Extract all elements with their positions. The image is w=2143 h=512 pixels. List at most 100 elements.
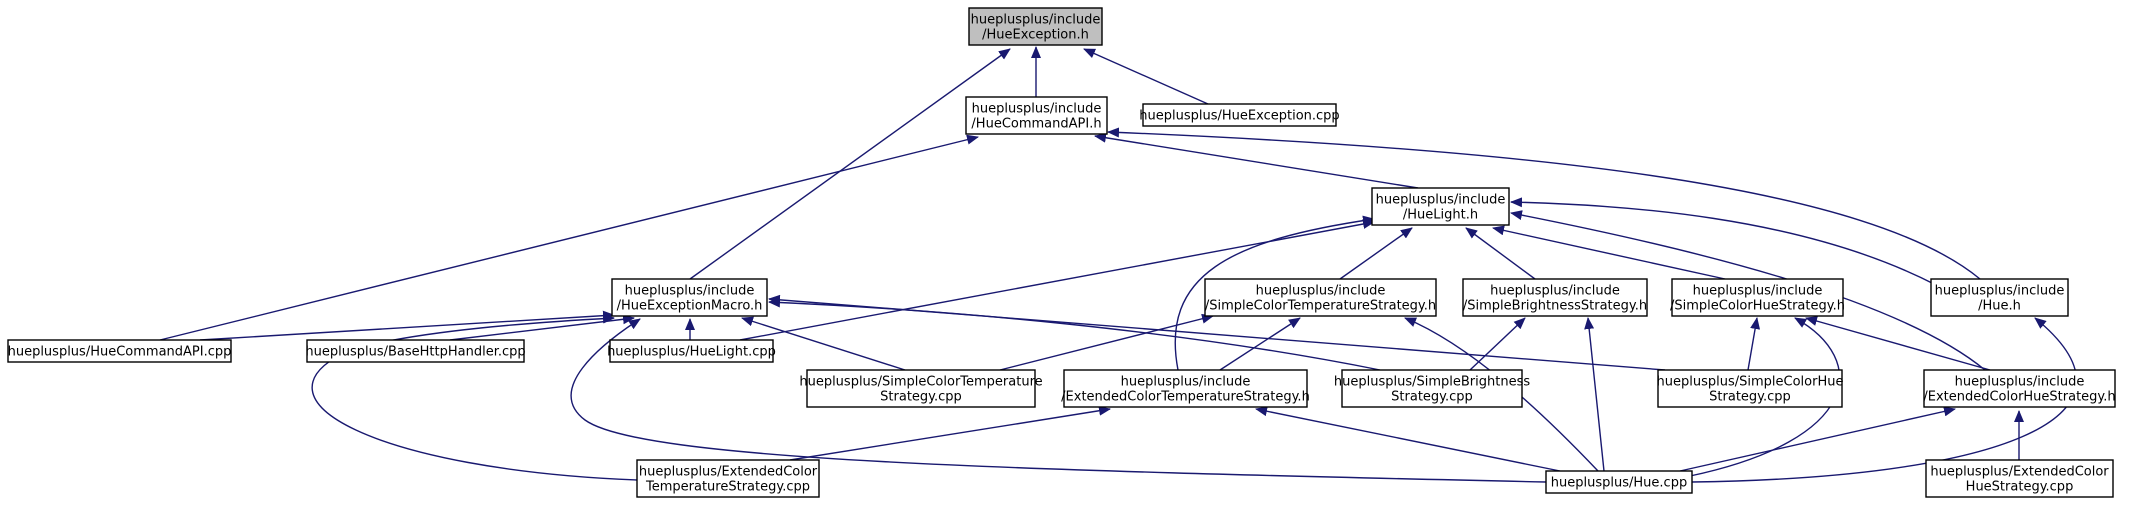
node-extendedcolortemperaturestrategy-cpp[interactable]: hueplusplus/ExtendedColorTemperatureStra… [636,459,820,498]
node-box [1923,369,2116,408]
node-huecommandapi-h[interactable]: hueplusplus/include/HueCommandAPI.h [965,96,1108,135]
node-basehttphandler-cpp[interactable]: hueplusplus/BaseHttpHandler.cpp [305,339,526,363]
node-label-line: HueStrategy.cpp [1966,480,2074,495]
edge-simplecolorhuestrategy-h-to-huelight-h [1492,225,1726,280]
node-box [1462,278,1648,317]
edge-simplebrightnessstrategy-cpp-to-hueexceptionmacro-h [768,297,1381,371]
edge-hue-h-to-huecommandapi-h [1107,127,1981,280]
node-label-line: hueplusplus/SimpleColorTemperature [799,375,1042,390]
node-label-line: hueplusplus/include [971,13,1101,28]
node-hue-h[interactable]: hueplusplus/include/Hue.h [1930,278,2069,317]
node-label-line: hueplusplus/include [1376,193,1506,208]
node-simplecolorhuestrategy-cpp[interactable]: hueplusplus/SimpleColorHueStrategy.cpp [1657,369,1844,408]
node-simplebrightnessstrategy-h[interactable]: hueplusplus/include/SimpleBrightnessStra… [1462,278,1648,317]
node-label-line: Strategy.cpp [1391,390,1473,405]
edge-extendedcolortemperaturestrategy-cpp-to-extendedcolortemperaturestrategy-h [789,405,1111,461]
node-huelight-cpp[interactable]: hueplusplus/HueLight.cpp [607,339,776,363]
edge-simplecolortemperaturestrategy-h-to-huelight-h [1339,227,1413,280]
node-label-line: /ExtendedColorTemperatureStrategy.h [1061,390,1310,405]
node-label-line: hueplusplus/SimpleColorHue [1657,375,1844,390]
node-label-line: Strategy.cpp [1709,390,1791,405]
node-box [611,278,768,317]
node-hue-cpp[interactable]: hueplusplus/Hue.cpp [1545,470,1693,494]
node-box [1142,103,1337,127]
node-huelight-h[interactable]: hueplusplus/include/HueLight.h [1371,187,1510,226]
node-box [1925,459,2114,498]
node-label-line: hueplusplus/include [972,102,1102,117]
edge-hue-cpp-to-extendedcolorhuestrategy-h [1679,406,1956,472]
edge-hueexceptionmacro-h-to-hueexception-h [689,48,1011,280]
node-hueexceptionmacro-h[interactable]: hueplusplus/include/HueExceptionMacro.h [611,278,768,317]
node-box [968,7,1103,46]
edge-simplebrightnessstrategy-cpp-to-simplebrightnessstrategy-h [1469,317,1526,371]
node-box [1671,278,1844,317]
node-label-line: hueplusplus/include [1935,284,2065,299]
edge-hue-cpp-to-simplebrightnessstrategy-h [1584,317,1605,472]
edge-simplecolortemperaturestrategy-cpp-to-simplecolortemperaturestrategy-h [999,313,1214,371]
node-label-line: hueplusplus/HueCommandAPI.cpp [8,345,232,360]
node-simplebrightnessstrategy-cpp[interactable]: hueplusplus/SimpleBrightnessStrategy.cpp [1334,369,1530,408]
node-box [1657,369,1843,408]
node-label-line: hueplusplus/include [1490,284,1620,299]
node-label-line: hueplusplus/include [1121,375,1251,390]
node-box [1204,278,1437,317]
edge-simplecolortemperaturestrategy-cpp-to-hueexceptionmacro-h [741,316,906,371]
node-label-line: TemperatureStrategy.cpp [645,480,810,495]
node-box [806,369,1036,408]
node-extendedcolortemperaturestrategy-h[interactable]: hueplusplus/include/ExtendedColorTempera… [1061,369,1310,408]
node-label-line: /HueCommandAPI.h [971,117,1101,132]
node-box [1930,278,2069,317]
node-label-line: hueplusplus/HueLight.cpp [607,345,776,360]
node-label-line: Strategy.cpp [880,390,962,405]
node-label-line: /HueException.h [982,28,1089,43]
node-box [1063,369,1308,408]
node-label-line: /HueLight.h [1403,208,1478,223]
node-simplecolortemperaturestrategy-cpp[interactable]: hueplusplus/SimpleColorTemperatureStrate… [799,369,1043,408]
edge-huecommandapi-cpp-to-huecommandapi-h [159,134,979,341]
edge-extendedcolortemperaturestrategy-cpp-to-hueexceptionmacro-h [311,313,638,481]
edge-simplecolorhuestrategy-cpp-to-simplecolorhuestrategy-h [1747,317,1761,371]
node-box [1545,470,1693,494]
node-label-line: /HueExceptionMacro.h [617,299,763,314]
edge-hue-cpp-to-extendedcolortemperaturestrategy-h [1255,406,1561,472]
node-box [965,96,1108,135]
node-box [609,339,774,363]
edge-hue-h-to-huelight-h [1510,197,1937,286]
edge-hue-cpp-to-hueexceptionmacro-h [570,318,1547,483]
node-hueexception-cpp[interactable]: hueplusplus/HueException.cpp [1139,103,1340,127]
node-label-line: hueplusplus/HueException.cpp [1139,109,1339,124]
node-label-line: hueplusplus/include [625,284,755,299]
node-label-line: /Hue.h [1978,299,2021,314]
node-extendedcolorhuestrategy-cpp[interactable]: hueplusplus/ExtendedColorHueStrategy.cpp [1925,459,2114,498]
edge-extendedcolorhuestrategy-h-to-simplecolorhuestrategy-h [1805,316,1991,371]
node-label-line: hueplusplus/ExtendedColor [639,465,818,480]
node-box [1371,187,1510,226]
node-label-line: /ExtendedColorHueStrategy.h [1923,390,2115,405]
node-simplecolortemperaturestrategy-h[interactable]: hueplusplus/include/SimpleColorTemperatu… [1204,278,1437,317]
node-label-line: hueplusplus/include [1256,284,1386,299]
node-box [636,459,820,498]
node-label-line: /SimpleColorTemperatureStrategy.h [1205,299,1436,314]
node-label-line: hueplusplus/ExtendedColor [1930,465,2109,480]
edge-extendedcolortemperaturestrategy-h-to-simplecolortemperaturestrategy-h [1219,317,1301,371]
node-label-line: hueplusplus/include [1955,375,2085,390]
node-label-line: hueplusplus/include [1693,284,1823,299]
edge-huecommandapi-cpp-to-hueexceptionmacro-h [199,310,615,341]
node-box [7,339,232,363]
node-label-line: hueplusplus/SimpleBrightness [1334,375,1530,390]
edge-hue-cpp-to-hue-h [1691,317,2078,483]
node-huecommandapi-cpp[interactable]: hueplusplus/HueCommandAPI.cpp [7,339,232,363]
node-label-line: /SimpleBrightnessStrategy.h [1463,299,1647,314]
node-label-line: hueplusplus/Hue.cpp [1551,476,1687,491]
node-box [1341,369,1523,408]
nodes-layer: hueplusplus/include/HueException.hhueplu… [7,7,2116,498]
node-box [306,339,525,363]
node-hueexception-h: hueplusplus/include/HueException.h [968,7,1103,46]
edge-simplebrightnessstrategy-h-to-huelight-h [1465,227,1536,280]
node-label-line: /SimpleColorHueStrategy.h [1670,299,1845,314]
node-simplecolorhuestrategy-h[interactable]: hueplusplus/include/SimpleColorHueStrate… [1670,278,1845,317]
edges-layer [159,46,2078,483]
node-extendedcolorhuestrategy-h[interactable]: hueplusplus/include/ExtendedColorHueStra… [1923,369,2116,408]
